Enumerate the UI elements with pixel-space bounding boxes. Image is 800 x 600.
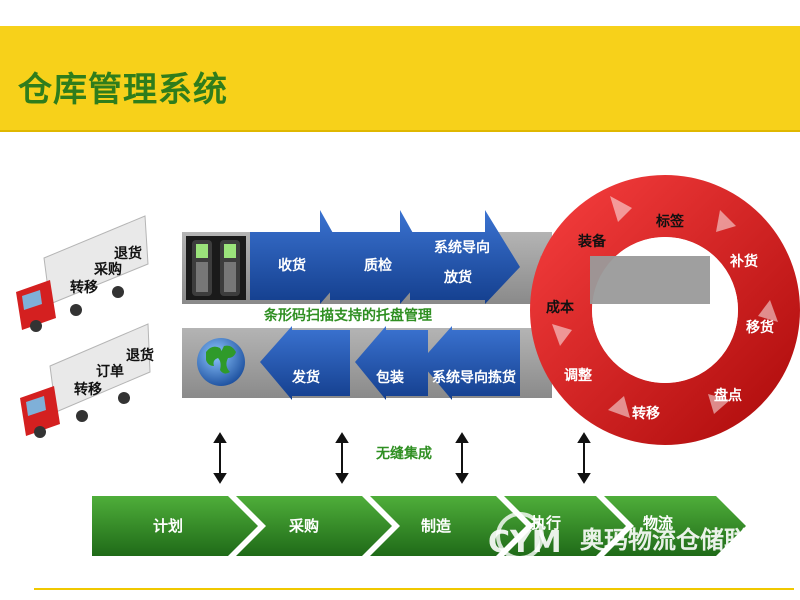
cycle-label-equip: 装备 xyxy=(577,233,607,250)
watermark-url: www.cym5GLm.com xyxy=(653,558,755,569)
inbound-arrow-1 xyxy=(250,210,352,304)
outbound-truck-label-return: 退货 xyxy=(126,347,154,364)
cycle-ring xyxy=(530,175,800,445)
inbound-arrows xyxy=(250,210,520,304)
integration-arrows xyxy=(213,432,591,484)
page-title: 仓库管理系统 xyxy=(18,70,228,110)
inbound-truck-label-return: 退货 xyxy=(114,245,142,262)
cycle-label-replenish: 补货 xyxy=(729,253,758,270)
integration-label: 无缝集成 xyxy=(375,445,432,462)
cycle-label-cost: 成本 xyxy=(546,299,575,316)
inbound-arrow-3 xyxy=(410,210,520,304)
cycle-label-adjust: 调整 xyxy=(564,367,593,384)
inbound-arrow-2 xyxy=(330,210,432,304)
outbound-step-guided-picking: 系统导向拣货 xyxy=(432,369,516,386)
flow-logistics: 物流 xyxy=(643,514,673,532)
outbound-step-pack: 包装 xyxy=(376,369,405,386)
outbound-truck-icon xyxy=(20,323,151,438)
bottom-flow xyxy=(92,496,746,556)
watermark-name: 奥玛物流仓储联盟 xyxy=(580,526,772,554)
cycle-label-count: 盘点 xyxy=(714,387,742,404)
inbound-step-system-guide: 系统导向 xyxy=(434,239,490,256)
barcode-pallet-caption: 条形码扫描支持的托盘管理 xyxy=(263,307,432,324)
outbound-truck-label-transfer: 转移 xyxy=(74,381,102,398)
outbound-arrow-3 xyxy=(420,326,520,400)
watermark-logo: CYM xyxy=(488,525,562,560)
inbound-truck-icon xyxy=(16,215,149,332)
outbound-arrows xyxy=(260,326,520,400)
cycle-label-transfer: 转移 xyxy=(632,405,660,422)
footer-line xyxy=(34,588,794,590)
globe-icon xyxy=(197,338,245,386)
barcode-scanner-icon xyxy=(186,236,246,300)
cycle-label-move: 移货 xyxy=(746,319,774,336)
outbound-truck-label-order: 订单 xyxy=(96,363,124,380)
inbound-truck-label-transfer: 转移 xyxy=(70,279,98,296)
flow-manufacture: 制造 xyxy=(421,517,451,535)
watermark: CYM 奥玛物流仓储联盟 www.cym5GLm.com xyxy=(488,512,772,569)
outbound-arrow-2 xyxy=(355,326,428,400)
cycle-label-label: 标签 xyxy=(655,213,685,230)
inbound-step-inspect: 质检 xyxy=(364,257,392,274)
inbound-truck-label-purchase: 采购 xyxy=(93,261,122,278)
header-bar xyxy=(0,26,800,132)
outbound-step-ship: 发货 xyxy=(291,369,320,386)
inbound-step-putaway: 放货 xyxy=(443,269,472,286)
outbound-arrow-1 xyxy=(260,326,350,400)
inbound-step-receive: 收货 xyxy=(278,257,306,274)
flow-plan: 计划 xyxy=(153,517,183,535)
flow-purchase: 采购 xyxy=(288,517,319,535)
